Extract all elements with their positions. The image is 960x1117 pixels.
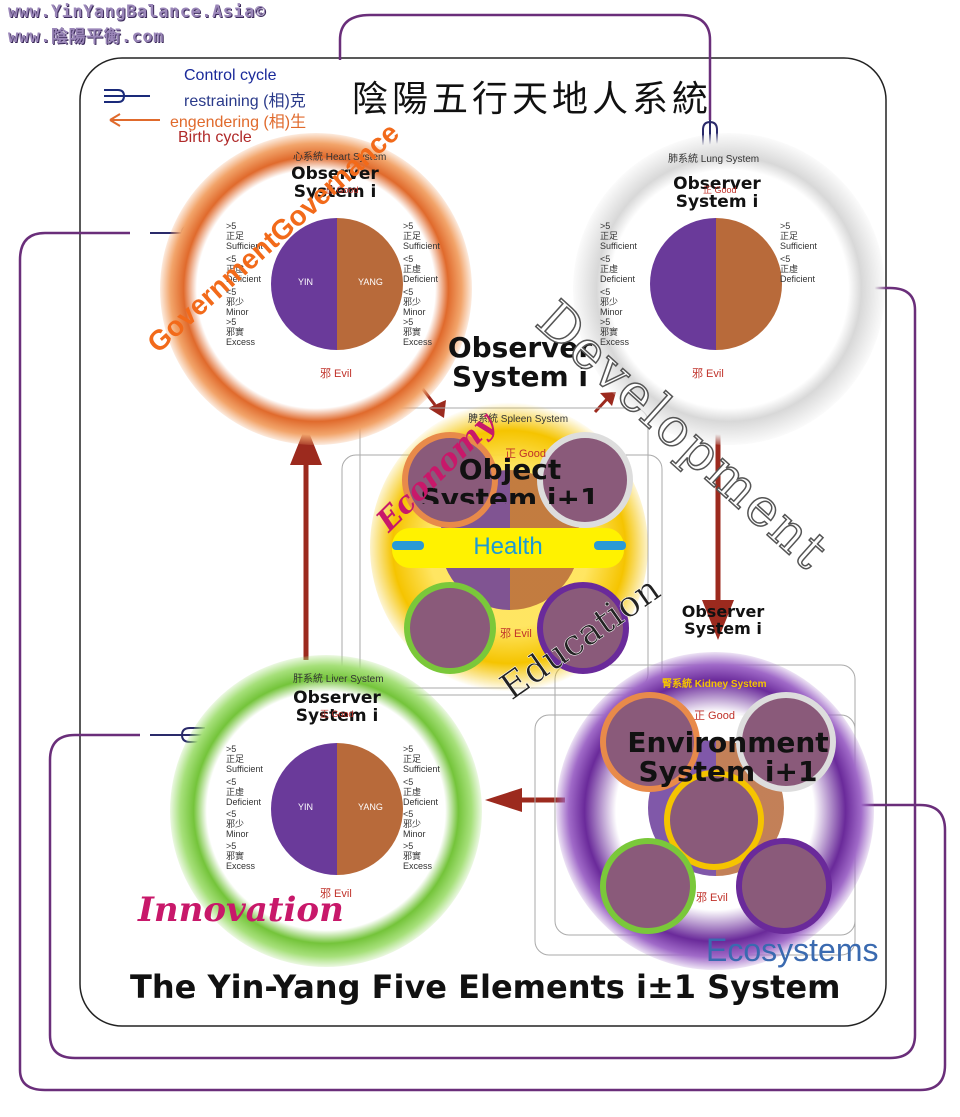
kidney-mini-water	[736, 838, 832, 934]
ecosystems-label: Ecosystems	[706, 932, 879, 968]
lung-evil: 邪 Evil	[692, 368, 724, 380]
center-evil: 邪 Evil	[500, 628, 532, 640]
footer-title: The Yin-Yang Five Elements i±1 System	[130, 968, 841, 1006]
lung-good: 正 Good	[703, 185, 737, 195]
kidney-mini-metal	[736, 692, 836, 792]
center-good: 正 Good	[505, 448, 546, 460]
main-frame	[79, 57, 887, 1027]
object-line2: System i+1	[420, 484, 600, 505]
innovation-label: Innovation	[138, 890, 344, 930]
spleen-system-label: 脾系統 Spleen System	[468, 414, 569, 425]
heart-observer-line1: Observer	[291, 164, 379, 184]
kidney-mini-wood	[600, 838, 696, 934]
liver-evil: 邪 Evil	[320, 888, 352, 900]
environment-label: Environment System i+1	[618, 728, 838, 787]
environment-line2: System i+1	[638, 755, 818, 789]
watermark-line2: www.陰陽平衡.com	[8, 27, 164, 47]
heart-yin: YIN	[298, 277, 314, 287]
lung-observer-line2: System i	[675, 191, 759, 212]
center-mini-wood	[404, 582, 496, 674]
left-loop	[18, 231, 947, 1092]
liver-observer-line1: Observer	[293, 688, 381, 708]
kidney-evil: 邪 Evil	[696, 892, 728, 904]
heart-good: 正 Good	[325, 185, 359, 195]
liver-yin: YIN	[298, 802, 314, 812]
kidney-observer-line2: System i	[684, 618, 762, 638]
center-mini-metal	[537, 432, 633, 528]
heart-yang: YANG	[358, 277, 383, 287]
liver-good: 正 Good	[320, 709, 354, 719]
liver-system-label: 肝系統 Liver System	[293, 674, 384, 685]
lung-sphere	[650, 218, 782, 350]
heart-observer: Observer System i	[280, 164, 390, 202]
kidney-mini-fire	[600, 692, 700, 792]
liver-yang: YANG	[358, 802, 383, 812]
center-observer-line2: System i	[452, 360, 588, 394]
top-loop	[338, 13, 712, 120]
liver-observer-line2: System i	[295, 705, 379, 726]
heart-system-label: 心系統 Heart System	[293, 152, 387, 163]
object-line1: Object	[458, 453, 562, 486]
legend-restraining: restraining (相)克	[184, 93, 306, 110]
heart-sphere	[271, 218, 403, 350]
health-bar-left	[392, 541, 424, 550]
watermark-line1: www.YinYangBalance.Asia©	[8, 2, 266, 22]
center-observer-line1: Observer	[447, 331, 593, 364]
kidney-good: 正 Good	[694, 710, 735, 722]
liver-sphere	[271, 743, 403, 875]
health-label: Health	[392, 528, 624, 568]
heart-observer-line2: System i	[293, 181, 377, 202]
lung-observer-line1: Observer	[673, 174, 761, 194]
center-observer: Observer System i	[430, 333, 610, 392]
lower-left-loop	[48, 286, 917, 1060]
center-mini-fire	[402, 432, 498, 528]
legend-birth-cycle: Birth cycle	[178, 129, 252, 146]
control-fork-icon	[104, 89, 150, 103]
liver-observer: Observer System i	[282, 688, 392, 726]
kidney-system-label: 腎系統 Kidney System	[662, 679, 767, 690]
heart-evil: 邪 Evil	[320, 368, 352, 380]
legend-control-cycle: Control cycle	[184, 67, 277, 84]
chinese-title: 陰陽五行天地人系統	[352, 79, 713, 120]
object-label: Object System i+1	[410, 453, 610, 505]
birth-arrow-icon	[109, 113, 160, 127]
lung-observer: Observer System i	[662, 174, 772, 212]
kidney-observer: Observer System i	[668, 602, 778, 638]
kidney-observer-line1: Observer	[681, 602, 765, 621]
environment-line1: Environment	[627, 726, 829, 759]
health-bar-right	[594, 541, 626, 550]
lung-system-label: 肺系統 Lung System	[668, 154, 760, 165]
legend-engendering: engendering (相)生	[170, 114, 307, 131]
center-mini-water	[537, 582, 629, 674]
